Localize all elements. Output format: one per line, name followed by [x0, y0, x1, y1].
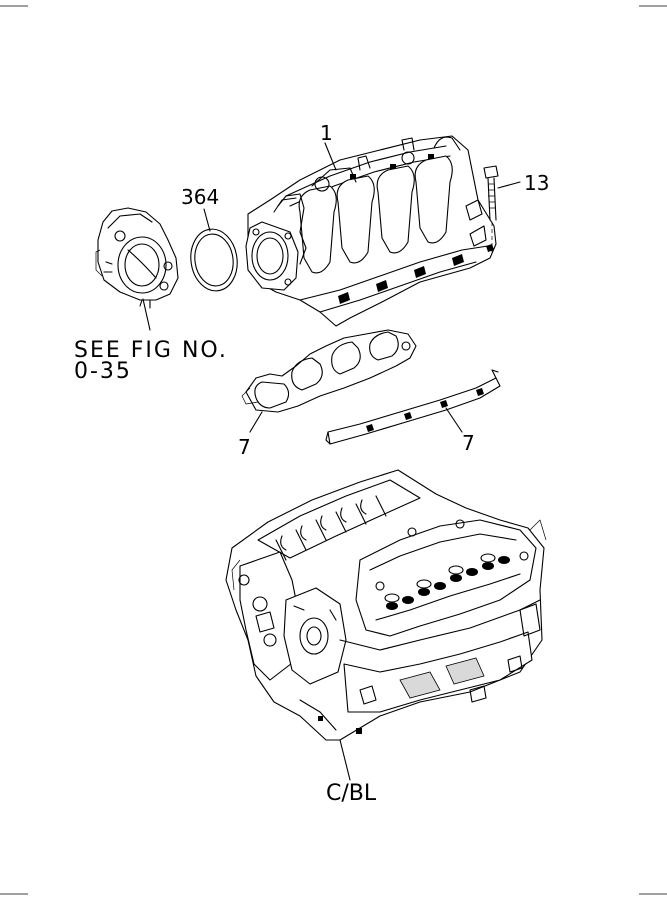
engine-block-leader — [339, 739, 351, 781]
callout-intake-manifold: 1 — [320, 121, 333, 145]
callout-o-ring: 364 — [181, 185, 219, 209]
throttle-body-drawing[interactable] — [95, 207, 179, 309]
reference-line-2: 0-35 — [74, 359, 132, 384]
bolt-drawing[interactable] — [483, 165, 499, 252]
crop-marks — [0, 5, 667, 895]
callout-engine-block: C/BL — [326, 781, 377, 806]
gasket-right-leader — [445, 407, 463, 433]
callout-bolt: 13 — [524, 171, 549, 195]
gasket-left-leader — [249, 411, 263, 433]
gasket-right-drawing[interactable] — [325, 369, 501, 445]
bolt-leader — [497, 181, 521, 189]
valve-springs — [384, 553, 510, 610]
throttle-body-leader — [142, 298, 151, 331]
reference-line-1: SEE FIG NO. — [74, 338, 228, 363]
callout-gasket-right: 7 — [462, 431, 475, 455]
engine-block-drawing[interactable] — [225, 469, 547, 741]
intake-manifold-leader — [324, 142, 337, 171]
callout-gasket-left: 7 — [238, 435, 251, 459]
gasket-left-drawing[interactable] — [241, 329, 417, 413]
o-ring-leader — [203, 208, 211, 232]
intake-manifold-drawing[interactable] — [245, 135, 497, 327]
o-ring-drawing[interactable] — [187, 226, 241, 294]
